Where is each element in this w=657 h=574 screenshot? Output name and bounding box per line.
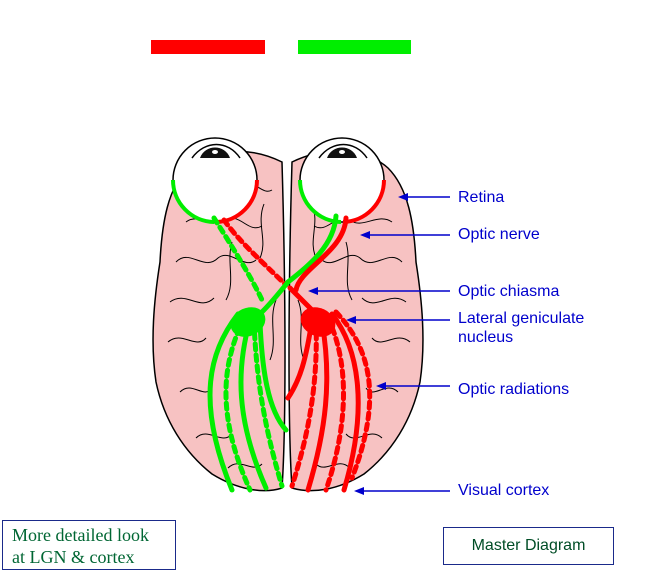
arrow-optic-chiasma	[308, 287, 450, 295]
detailed-view-button[interactable]: More detailed look at LGN & cortex	[2, 520, 176, 570]
arrow-visual-cortex	[354, 487, 450, 495]
right-pupil-highlight	[339, 150, 345, 154]
green-radiation-5	[257, 319, 289, 433]
red-radiation-1	[285, 317, 315, 401]
left-nerve-green-dotted	[211, 215, 265, 303]
label-arrows	[308, 193, 450, 495]
left-nerve-red-dotted	[221, 217, 289, 288]
label-optic-chiasma: Optic chiasma	[458, 283, 560, 300]
right-nerve-red-solid	[293, 215, 349, 293]
label-visual-cortex: Visual cortex	[458, 482, 550, 499]
arrow-optic-radiations	[376, 382, 450, 390]
left-eye	[171, 137, 259, 224]
green-radiation-1	[207, 311, 241, 493]
arrow-retina	[398, 193, 450, 201]
green-radiation-3	[238, 317, 269, 491]
red-radiation-6	[333, 309, 373, 481]
label-lgn-line2: nucleus	[458, 329, 514, 346]
label-optic-nerve: Optic nerve	[458, 226, 540, 243]
red-radiation-2	[289, 319, 319, 489]
label-retina: Retina	[458, 189, 505, 206]
legend-green-bar	[298, 40, 411, 54]
red-radiation-5	[329, 311, 361, 493]
label-lgn-line1: Lateral geniculate	[458, 310, 585, 327]
right-retina-red	[342, 179, 386, 224]
left-retina-green	[171, 179, 215, 224]
right-eye	[298, 137, 386, 224]
red-radiation-3	[305, 319, 330, 493]
label-optic-radiations: Optic radiations	[458, 381, 570, 398]
left-pupil-highlight	[212, 150, 218, 154]
arrow-optic-nerve	[360, 231, 450, 239]
legend-red-bar	[151, 40, 265, 54]
red-radiation-4	[323, 315, 346, 493]
chiasm-green-cross	[259, 279, 291, 315]
arrow-lgn	[346, 316, 450, 324]
green-radiation-2	[223, 315, 253, 493]
optic-radiations	[207, 309, 373, 493]
right-nerve-green-solid	[285, 213, 339, 285]
green-radiation-4	[251, 319, 285, 489]
master-diagram-button[interactable]: Master Diagram	[443, 527, 614, 565]
